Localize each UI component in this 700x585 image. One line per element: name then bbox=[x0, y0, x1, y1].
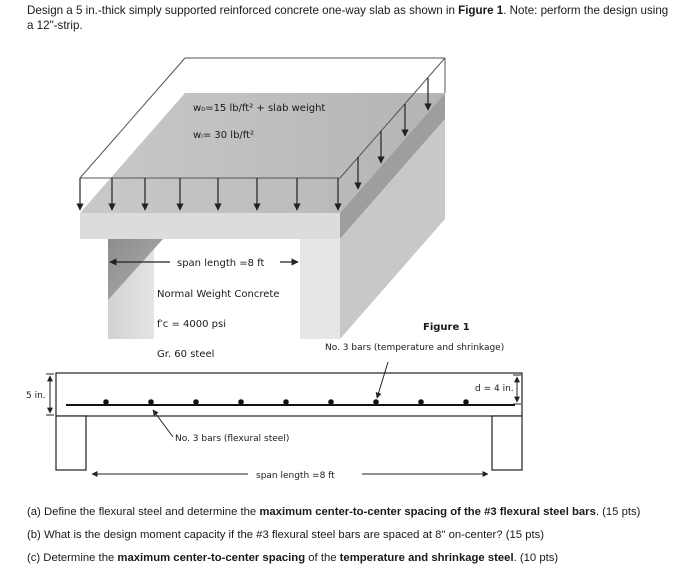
right-column-side bbox=[340, 119, 445, 339]
slab-section-view: No. 3 bars (flexural steel) 5 in. d = 4 … bbox=[26, 361, 523, 481]
dead-load-label: w₀=15 lb/ft² + slab weight bbox=[193, 103, 325, 114]
right-column-front bbox=[300, 239, 340, 339]
span-length-top: span length =8 ft bbox=[177, 258, 265, 269]
concrete-strength-label: f′c = 4000 psi bbox=[157, 319, 226, 330]
question-a: (a) Define the flexural steel and determ… bbox=[27, 506, 641, 518]
intro-text: Design a 5 in.-thick simply supported re… bbox=[27, 4, 459, 17]
concrete-type-label: Normal Weight Concrete bbox=[157, 289, 279, 300]
side-load-arrows bbox=[354, 78, 432, 190]
figure-label: Figure 1 bbox=[423, 322, 470, 333]
temperature-bars bbox=[103, 399, 469, 405]
live-load-label: wₗ= 30 lb/ft² bbox=[193, 130, 254, 141]
right-support bbox=[491, 415, 523, 471]
question-c: (c) Determine the maximum center-to-cent… bbox=[27, 552, 559, 564]
thickness-dimension bbox=[46, 373, 54, 416]
figure-reference: Figure 1 bbox=[458, 4, 504, 17]
intro-text-end: . Note: perform the design using a 12"-s… bbox=[27, 4, 669, 32]
temperature-bar-leader bbox=[375, 361, 389, 399]
question-b: (b) What is the design moment capacity i… bbox=[27, 529, 545, 541]
problem-statement: Design a 5 in.-thick simply supported re… bbox=[27, 3, 677, 33]
slab-front-edge bbox=[80, 213, 340, 239]
span-length-bottom: span length =8 ft bbox=[256, 471, 335, 481]
steel-grade-label: Gr. 60 steel bbox=[157, 349, 214, 360]
slab-top-surface bbox=[80, 93, 445, 213]
left-column-shadow bbox=[108, 239, 163, 300]
slab-section-outline bbox=[55, 372, 523, 417]
effective-depth-label: d = 4 in. bbox=[475, 384, 514, 394]
front-load-arrows bbox=[76, 178, 342, 211]
slab-side-edge bbox=[340, 93, 445, 239]
flexural-bars-label: No. 3 bars (flexural steel) bbox=[175, 434, 289, 444]
thickness-label: 5 in. bbox=[26, 391, 46, 401]
effective-depth-dimension bbox=[513, 374, 521, 405]
left-support bbox=[55, 415, 87, 471]
slab-3d-view: w₀=15 lb/ft² + slab weight wₗ= 30 lb/ft²… bbox=[76, 57, 446, 360]
temperature-bars-label: No. 3 bars (temperature and shrinkage) bbox=[325, 343, 504, 353]
flexural-bar-leader bbox=[152, 409, 174, 438]
